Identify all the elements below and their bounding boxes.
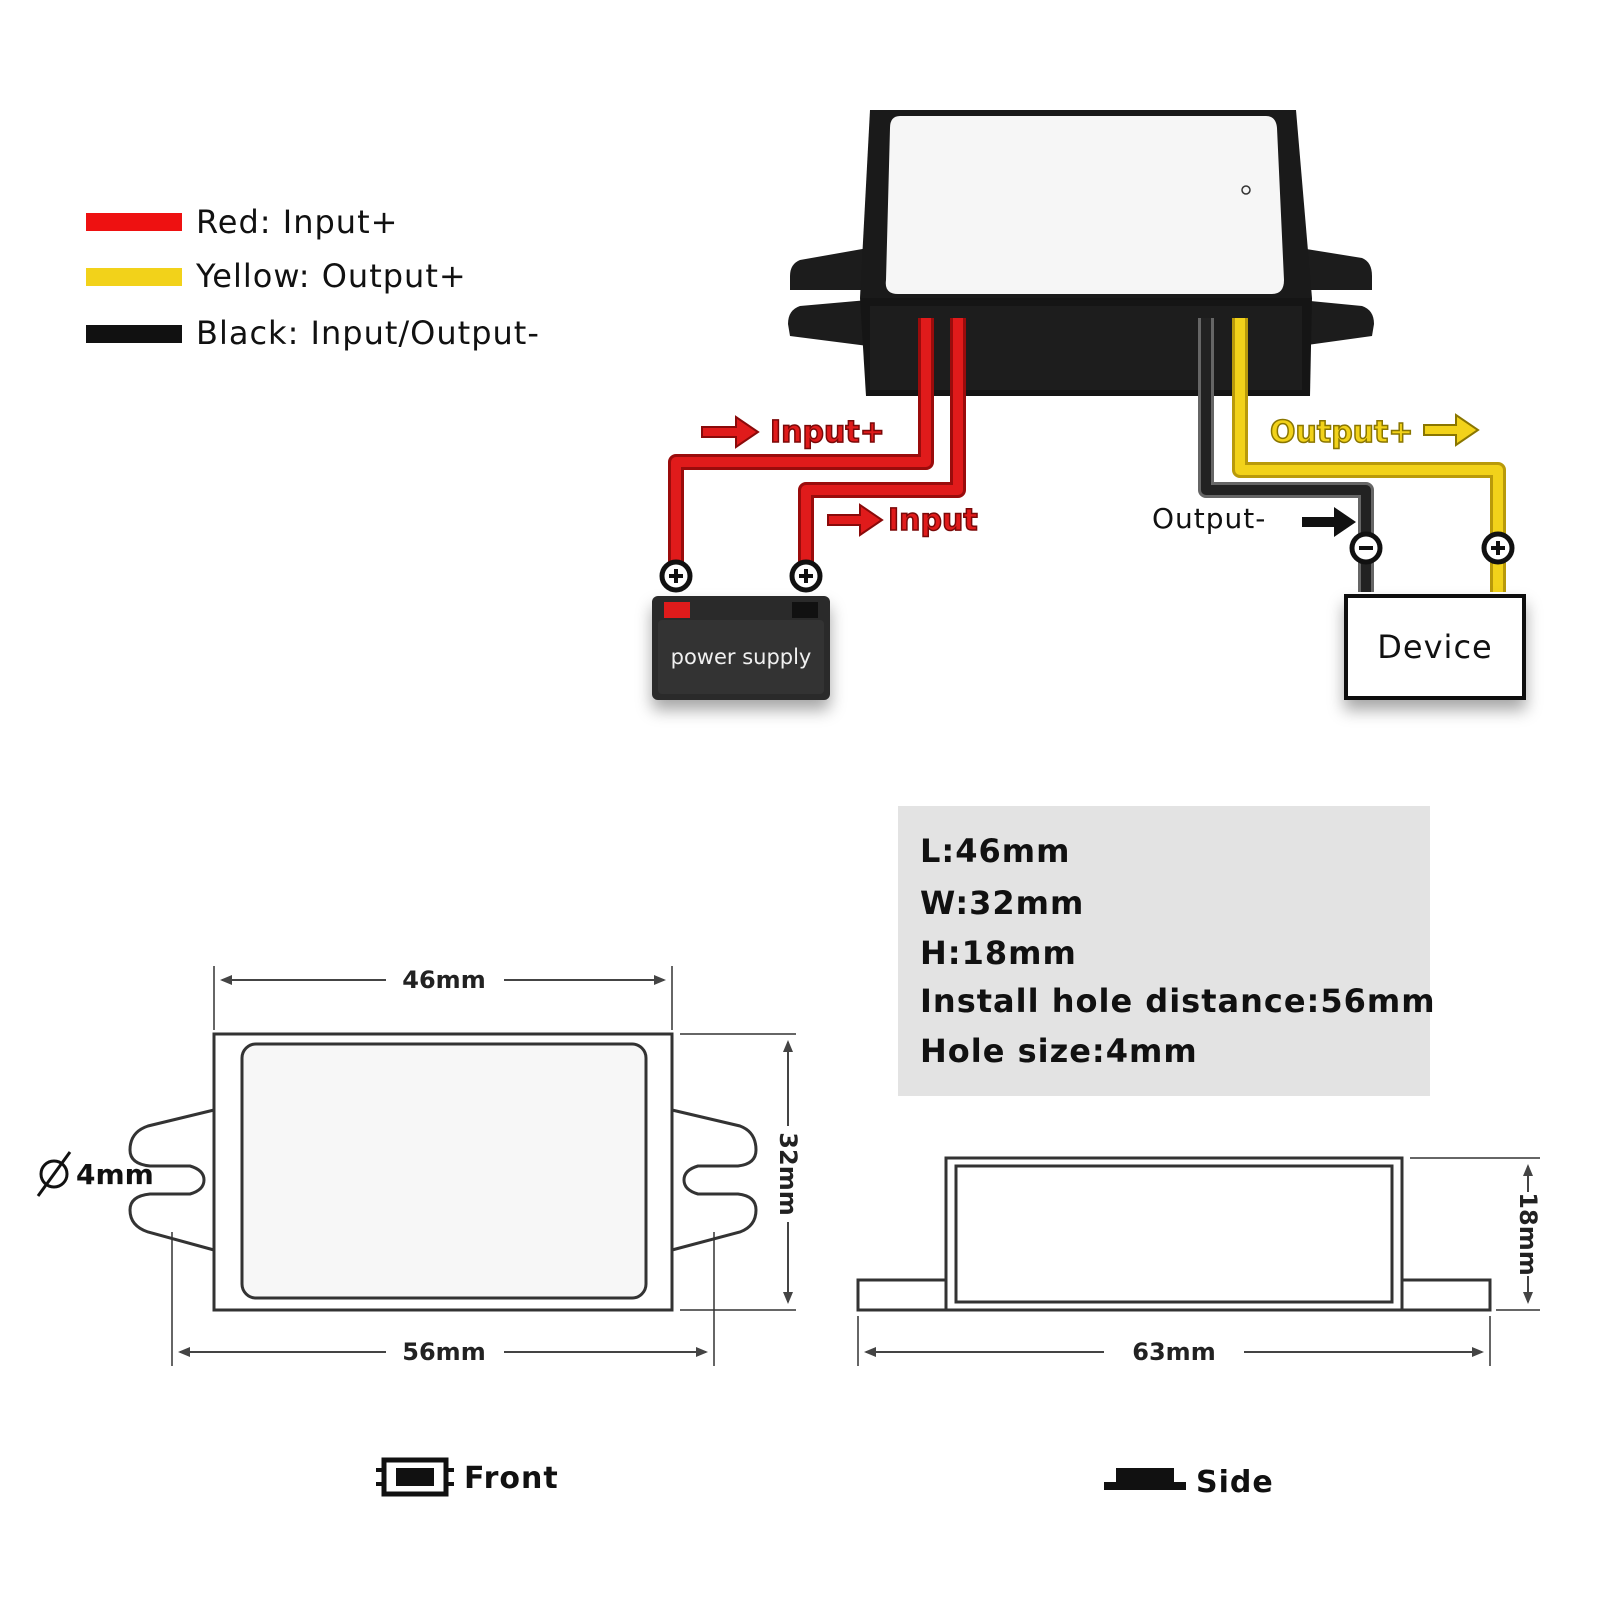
input-label: Input: [888, 503, 978, 538]
module-front-bevel: [870, 306, 1302, 390]
front-body-outline: [212, 1032, 674, 1312]
side-body-outline: [944, 1156, 1404, 1312]
diameter-icon: [36, 1151, 72, 1197]
terminal-negative: [792, 602, 818, 618]
spec-height: H:18mm: [920, 934, 1077, 972]
converter-module: [788, 110, 1374, 396]
arrow-icon: [1423, 413, 1480, 447]
side-inner-outline: [954, 1164, 1394, 1304]
side-view-icon: [1104, 1468, 1186, 1490]
front-hole-size-label: 4mm: [76, 1158, 154, 1191]
side-length-label: 63mm: [1132, 1338, 1215, 1366]
module-label-panel: [885, 116, 1284, 294]
arrow-icon: [1302, 507, 1356, 537]
spec-width: W:32mm: [920, 884, 1084, 922]
legend-label-red: Red: Input+: [196, 203, 398, 241]
front-view-caption: Front: [376, 1457, 559, 1497]
output-plus-label: Output+: [1270, 415, 1414, 450]
mount-flange-right-lower: [1300, 300, 1374, 346]
legend-swatch-red: [86, 213, 182, 231]
side-view-drawing: [856, 1156, 1540, 1366]
legend-swatch-black: [86, 325, 182, 343]
device: Device: [1344, 531, 1526, 700]
mount-flange-right: [1300, 248, 1372, 290]
front-view-drawing: [128, 966, 796, 1366]
spec-hole-size: Hole size:4mm: [920, 1032, 1198, 1070]
front-height-label: 32mm: [774, 1132, 802, 1215]
wire-labels: Input+ Input Output+ Output-: [701, 413, 1480, 539]
front-label-outline: [240, 1042, 648, 1300]
front-right-tab: [671, 1108, 758, 1252]
terminal-positive: [664, 602, 690, 618]
wire-color-legend: Red: Input+ Yellow: Output+ Black: Input…: [86, 203, 540, 352]
front-view-icon: [376, 1457, 454, 1497]
side-view-label: Side: [1196, 1465, 1274, 1500]
front-view-dimensions: 46mm 56mm 32mm 4mm: [36, 966, 802, 1366]
legend-label-black: Black: Input/Output-: [196, 314, 540, 352]
module-indicator-dot: [1241, 185, 1251, 195]
wires: [668, 318, 1506, 592]
side-view-dimensions: 63mm 18mm: [864, 1164, 1542, 1366]
front-hole-distance-label: 56mm: [402, 1338, 485, 1366]
output-minus-label: Output-: [1152, 502, 1266, 535]
front-left-tab: [128, 1108, 215, 1252]
device-label: Device: [1377, 628, 1492, 666]
mount-flange-left: [790, 248, 868, 290]
front-width-label: 46mm: [402, 966, 485, 994]
side-flange-right: [1400, 1278, 1492, 1312]
spec-length: L:46mm: [920, 832, 1070, 870]
power-supply: power supply: [652, 559, 830, 700]
power-supply-label: power supply: [671, 645, 812, 669]
arrow-icon: [827, 503, 884, 537]
spec-hole-distance: Install hole distance:56mm: [920, 982, 1436, 1020]
legend-label-yellow: Yellow: Output+: [195, 257, 467, 295]
legend-swatch-yellow: [86, 268, 182, 286]
arrow-icon: [701, 415, 760, 449]
specs-box: L:46mm W:32mm H:18mm Install hole distan…: [898, 806, 1436, 1096]
input-plus-label: Input+: [770, 415, 885, 450]
mount-flange-left-lower: [788, 300, 868, 346]
side-view-caption: Side: [1104, 1465, 1274, 1500]
side-height-label: 18mm: [1514, 1192, 1542, 1275]
side-flange-left: [856, 1278, 948, 1312]
front-view-label: Front: [464, 1461, 559, 1496]
